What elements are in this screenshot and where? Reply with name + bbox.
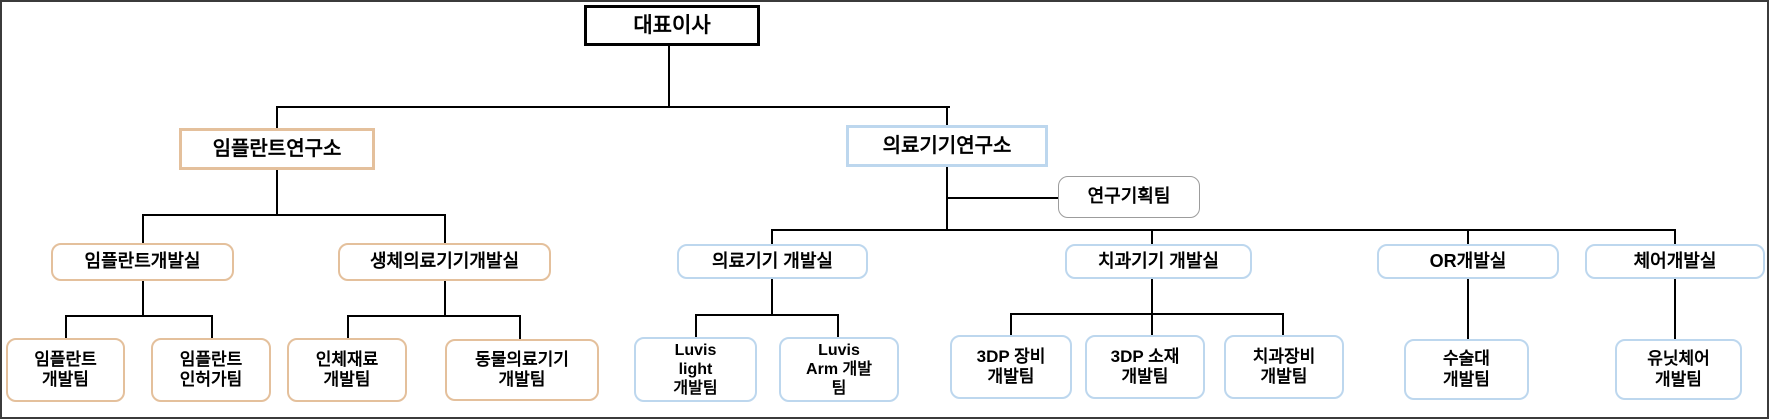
connector-implant-license-team-drop (211, 315, 213, 339)
org-node-unit-chair-team: 유닛체어 개발팀 (1615, 339, 1742, 400)
connector-bio-teams-distributor (347, 315, 521, 317)
connector-dental-teams-distributor (1010, 313, 1284, 315)
org-node-implant-dev-team: 임플란트 개발팀 (6, 338, 125, 402)
connector-research-planning-branch (946, 197, 1058, 199)
connector-luvis-arm-drop (837, 314, 839, 338)
connector-bio-office-drop (444, 214, 446, 244)
connector-top-distributor (276, 106, 950, 108)
connector-implant-institute-drop (276, 106, 278, 130)
connector-implant-institute-down (276, 170, 278, 216)
org-node-dental-equipment-team: 치과장비 개발팀 (1224, 335, 1344, 399)
connector-luvis-light-drop (695, 314, 697, 338)
org-node-medical-device-office: 의료기기 개발실 (677, 244, 868, 279)
org-node-implant-institute: 임플란트연구소 (179, 128, 375, 170)
org-node-bio-medical-device-office: 생체의료기기개발실 (338, 243, 551, 281)
org-node-animal-medical-device-team: 동물의료기기 개발팀 (445, 339, 599, 401)
connector-dental-office-drop (1151, 229, 1153, 245)
connector-chair-office-drop (1674, 229, 1676, 245)
connector-dental-equipment-drop (1282, 313, 1284, 336)
connector-dental-office-down (1151, 279, 1153, 336)
connector-3dp-equipment-drop (1010, 313, 1012, 336)
connector-medical-institute-drop (946, 106, 948, 127)
connector-implant-dev-team-drop (65, 315, 67, 339)
org-node-3dp-equipment-team: 3DP 장비 개발팀 (950, 335, 1072, 399)
org-node-human-material-team: 인체재료 개발팀 (287, 338, 407, 402)
connector-chair-office-down (1674, 279, 1676, 340)
connector-human-material-team-drop (347, 315, 349, 339)
connector-implant-distributor (142, 214, 446, 216)
org-node-3dp-material-team: 3DP 소재 개발팀 (1085, 335, 1205, 399)
org-node-dental-device-office: 치과기기 개발실 (1065, 244, 1252, 279)
connector-implant-office-down (142, 281, 144, 317)
connector-luvis-distributor (695, 314, 839, 316)
connector-implant-teams-distributor (65, 315, 213, 317)
org-node-luvis-light-team: Luvis light 개발팀 (634, 337, 757, 402)
org-node-ceo: 대표이사 (584, 5, 760, 46)
org-node-or-office: OR개발실 (1377, 244, 1559, 279)
connector-or-office-drop (1467, 229, 1469, 245)
connector-implant-office-drop (142, 214, 144, 244)
connector-ceo-drop (668, 45, 670, 107)
connector-bio-office-down (444, 281, 446, 316)
connector-or-office-down (1467, 279, 1469, 340)
org-node-research-planning-team: 연구기획팀 (1058, 176, 1200, 218)
org-node-implant-license-team: 임플란트 인허가팀 (151, 338, 271, 402)
connector-medical-distributor (771, 229, 1676, 231)
org-node-chair-office: 체어개발실 (1585, 244, 1765, 279)
connector-medical-device-office-down (771, 279, 773, 316)
org-node-surgery-table-team: 수술대 개발팀 (1404, 339, 1529, 400)
org-node-medical-institute: 의료기기연구소 (846, 125, 1048, 167)
connector-animal-device-team-drop (519, 315, 521, 339)
org-node-implant-dev-office: 임플란트개발실 (51, 243, 234, 281)
org-node-luvis-arm-team: Luvis Arm 개발 팀 (779, 337, 899, 402)
connector-medical-institute-down (946, 167, 948, 231)
connector-medical-device-office-drop (771, 229, 773, 245)
